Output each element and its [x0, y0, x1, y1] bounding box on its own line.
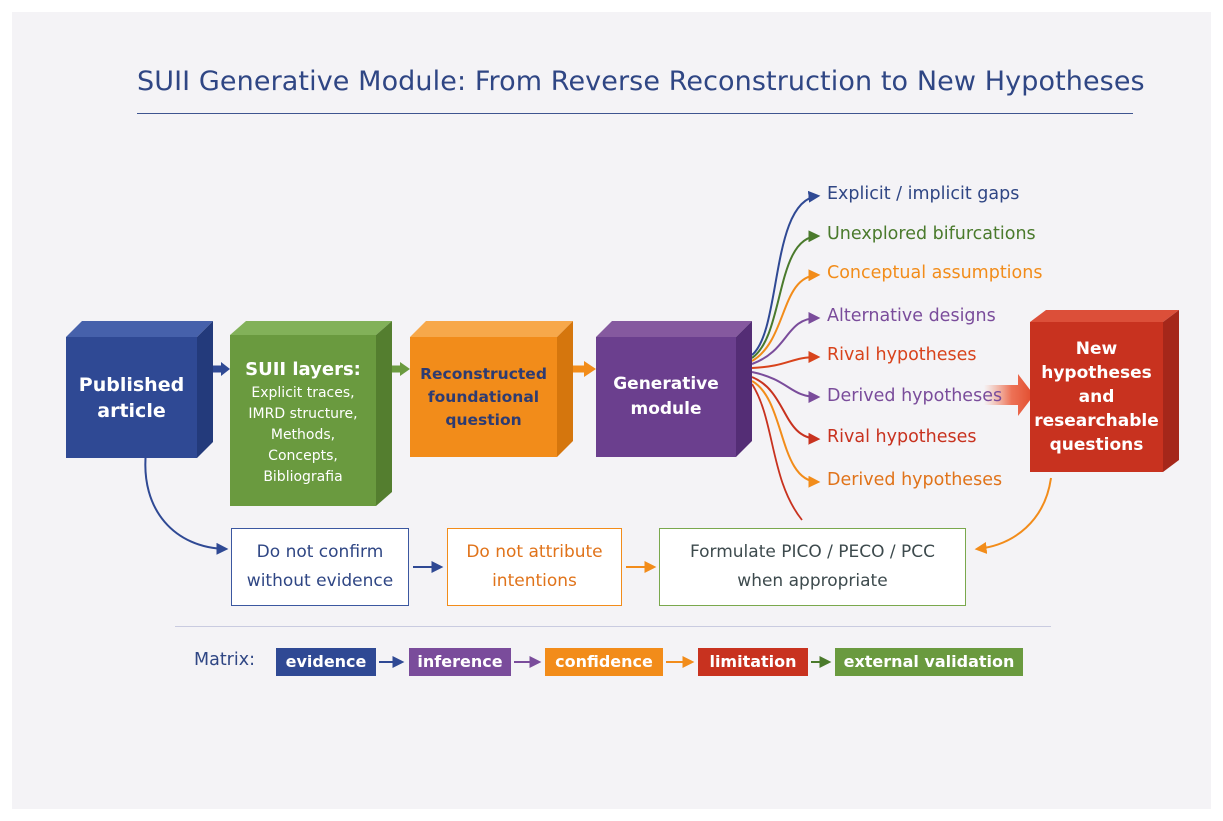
branch-label-designs: Alternative designs	[827, 306, 996, 326]
arrowhead-published-to-layers	[221, 362, 230, 376]
branch-label-bifurcations: Unexplored bifurcations	[827, 224, 1036, 244]
new-line-4: researchable	[1034, 411, 1159, 431]
matrix-step-evidence: evidence	[276, 648, 376, 676]
cube-side-face	[376, 321, 392, 506]
published-line-1: Published	[78, 373, 185, 396]
branch-label-rival-1: Rival hypotheses	[827, 345, 977, 365]
new-line-1: New	[1075, 339, 1118, 359]
cube-top-face	[66, 321, 213, 337]
branch-curve-rival-2	[751, 376, 821, 445]
published-line-2: article	[97, 399, 166, 422]
layers-item: Concepts,	[268, 447, 338, 464]
generative-line-1: Generative	[613, 374, 719, 394]
cube-top-face	[230, 321, 392, 335]
rule-pico-line-1: Formulate PICO / PECO / PCC	[689, 542, 936, 562]
branch-curve-designs	[751, 312, 821, 365]
rule-confirm-line-2: without evidence	[246, 571, 394, 591]
layers-item: IMRD structure,	[248, 405, 358, 422]
rule-pico-line-2: when appropriate	[737, 571, 888, 591]
rule-attribute-line-2: intentions	[492, 571, 577, 591]
arrow-new-to-pico	[974, 477, 1052, 554]
branch-curve-derived-2	[751, 380, 821, 488]
branch-curve-gaps	[751, 190, 821, 356]
branch-curve-rival-1	[751, 351, 821, 369]
branch-label-gaps: Explicit / implicit gaps	[827, 184, 1020, 204]
cube-side-face	[197, 321, 213, 458]
branch-label-derived-2: Derived hypotheses	[827, 470, 1003, 490]
generative-line-2: module	[630, 399, 702, 419]
cube-side-face	[557, 321, 573, 457]
branch-curve-to-pico	[751, 383, 803, 521]
branch-curve-bifurcations	[751, 230, 821, 359]
new-line-3: and	[1078, 387, 1115, 407]
section-divider	[175, 626, 1051, 627]
arrowhead-layers-to-question	[400, 362, 410, 376]
question-line-1: Reconstructed	[420, 364, 547, 383]
new-line-2: hypotheses	[1041, 363, 1152, 383]
cube-top-face	[596, 321, 752, 337]
layers-title: SUII layers:	[245, 358, 361, 380]
matrix-step-external-validation: external validation	[835, 648, 1023, 676]
rule-box-pico: Formulate PICO / PECO / PCC when appropr…	[659, 528, 966, 606]
question-line-3: question	[445, 410, 522, 429]
layers-item: Explicit traces,	[251, 384, 355, 401]
matrix-step-inference: inference	[409, 648, 511, 676]
branch-label-assumptions: Conceptual assumptions	[827, 263, 1043, 283]
cube-side-face	[1163, 310, 1179, 472]
cube-side-face	[736, 321, 752, 457]
layers-item: Bibliografia	[263, 468, 343, 485]
new-line-5: questions	[1049, 435, 1144, 455]
matrix-step-confidence: confidence	[545, 648, 663, 676]
layers-item: Methods,	[270, 426, 336, 443]
rule-confirm-line-1: Do not confirm	[256, 542, 384, 562]
arrow-to-new-hypotheses	[984, 374, 1034, 416]
branch-curve-assumptions	[751, 269, 821, 362]
rule-box-attribute: Do not attribute intentions	[447, 528, 622, 606]
question-line-2: foundational	[427, 387, 540, 406]
arrowhead-question-to-generative	[584, 361, 596, 377]
matrix-label: Matrix:	[194, 650, 255, 670]
branch-label-derived-1: Derived hypotheses	[827, 386, 1003, 406]
cube-top-face	[1030, 310, 1179, 322]
rule-attribute-line-1: Do not attribute	[466, 542, 603, 562]
arrow-published-to-confirm	[144, 451, 229, 555]
cube-top-face	[410, 321, 573, 337]
branch-label-rival-2: Rival hypotheses	[827, 427, 977, 447]
branch-curve-derived-1	[751, 371, 821, 403]
diagram-title: SUII Generative Module: From Reverse Rec…	[137, 66, 1145, 97]
matrix-step-limitation: limitation	[698, 648, 808, 676]
rule-box-confirm: Do not confirm without evidence	[231, 528, 409, 606]
title-underline	[137, 113, 1133, 114]
